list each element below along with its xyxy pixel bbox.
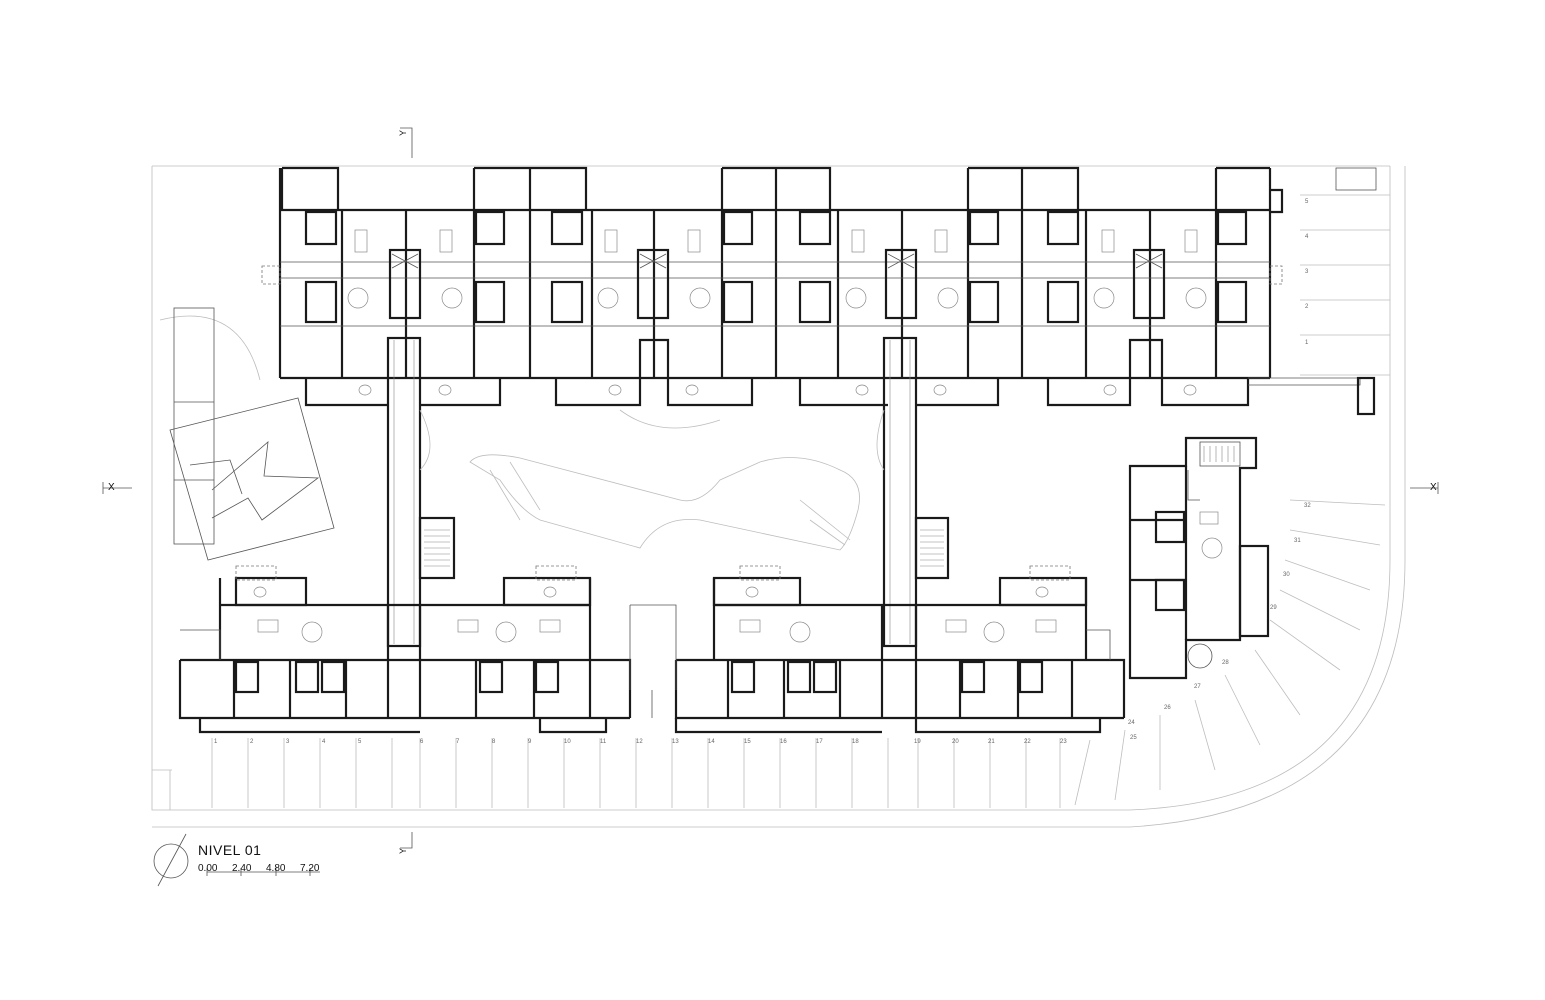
site-boundary — [151, 165, 1406, 828]
parking-number: 25 — [1130, 735, 1137, 741]
parking-number: 3 — [1305, 269, 1309, 275]
parking-number: 19 — [914, 739, 921, 745]
parking-number: 20 — [952, 739, 959, 745]
parking-number: 31 — [1294, 538, 1301, 544]
parking-stalls-bottom — [211, 738, 1061, 808]
left-pavilion — [169, 307, 335, 561]
parking-number: 21 — [988, 739, 995, 745]
parking-number: 2 — [250, 739, 254, 745]
parking-number: 9 — [528, 739, 532, 745]
parking-number: 14 — [708, 739, 715, 745]
section-label-x-left: X — [108, 482, 115, 493]
plan-title: NIVEL 01 — [198, 842, 262, 858]
scale-label-2: 4.80 — [266, 863, 286, 874]
parking-number: 4 — [322, 739, 326, 745]
north-arrow-icon — [153, 833, 189, 887]
parking-number: 18 — [852, 739, 859, 745]
parking-number: 26 — [1164, 705, 1171, 711]
scale-label-3: 7.20 — [300, 863, 320, 874]
parking-number: 22 — [1024, 739, 1031, 745]
parking-number: 15 — [744, 739, 751, 745]
parking-number: 6 — [420, 739, 424, 745]
parking-number: 5 — [1305, 199, 1309, 205]
walkways — [386, 336, 950, 648]
section-label-y-bottom: Y — [398, 847, 409, 855]
section-label-y-top: Y — [398, 129, 409, 137]
parking-number: 1 — [214, 739, 218, 745]
scale-bar — [206, 868, 320, 876]
parking-number: 24 — [1128, 720, 1135, 726]
parking-number: 8 — [492, 739, 496, 745]
parking-number: 2 — [1305, 304, 1309, 310]
scale-label-0: 0.00 — [198, 863, 218, 874]
parking-number: 1 — [1305, 340, 1309, 346]
parking-number: 28 — [1222, 660, 1229, 666]
right-tower — [1128, 436, 1270, 680]
section-label-x-right: X — [1430, 482, 1437, 493]
top-wing — [261, 166, 1377, 416]
parking-number: 30 — [1283, 572, 1290, 578]
parking-number: 23 — [1060, 739, 1067, 745]
parking-number: 4 — [1305, 234, 1309, 240]
parking-number: 11 — [600, 739, 607, 745]
scale-label-1: 2.40 — [232, 863, 252, 874]
parking-stalls-curve — [1074, 194, 1390, 806]
bottom-wing — [178, 565, 1126, 734]
parking-number: 3 — [286, 739, 290, 745]
parking-number: 16 — [780, 739, 787, 745]
parking-number: 13 — [672, 739, 679, 745]
courtyard — [159, 315, 885, 551]
parking-number: 10 — [564, 739, 571, 745]
parking-number: 17 — [816, 739, 823, 745]
section-marks — [102, 127, 1439, 849]
parking-number: 5 — [358, 739, 362, 745]
parking-number: 7 — [456, 739, 460, 745]
parking-number: 29 — [1270, 605, 1277, 611]
parking-number: 27 — [1194, 684, 1201, 690]
parking-number: 32 — [1304, 503, 1311, 509]
parking-number: 12 — [636, 739, 643, 745]
